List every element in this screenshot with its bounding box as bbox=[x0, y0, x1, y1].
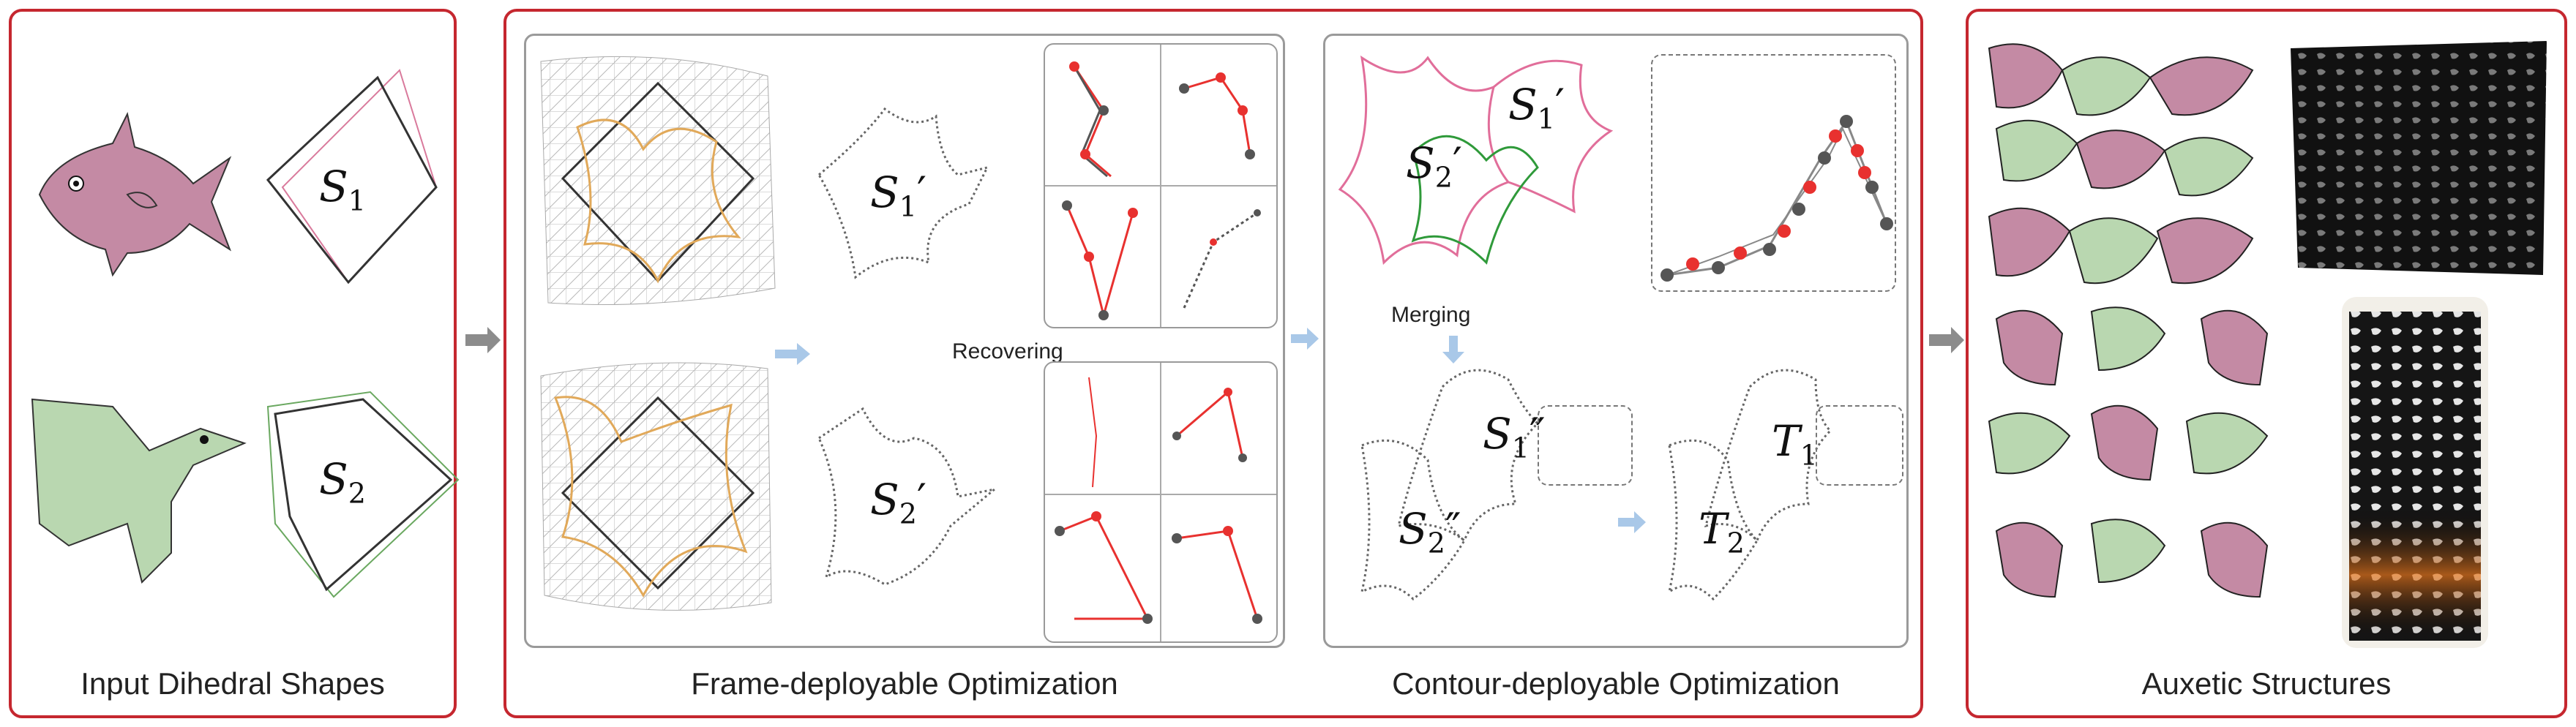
s2-prime-label: S2′ bbox=[870, 475, 927, 530]
cylinder-lamp-photo bbox=[2342, 297, 2488, 648]
mesh-grid-top bbox=[540, 56, 776, 305]
t-shapes bbox=[1667, 369, 1832, 601]
fish-illustration bbox=[38, 112, 232, 277]
arrow-down-blue bbox=[1442, 336, 1464, 364]
s-double-prime-shapes bbox=[1360, 369, 1540, 600]
frame-caption: Frame-deployable Optimization bbox=[691, 666, 1118, 701]
bird-illustration bbox=[31, 398, 247, 584]
s2-prime-label-merge: S2′ bbox=[1406, 138, 1463, 194]
arrow-right-gray-2 bbox=[1929, 327, 1964, 353]
black-lattice-photo bbox=[2291, 41, 2547, 275]
fish-bird-tiling-top bbox=[1982, 34, 2260, 297]
s1-prime-shape bbox=[817, 107, 989, 279]
curve-detail-box bbox=[1651, 54, 1896, 292]
s1-polygon bbox=[266, 69, 438, 285]
input-caption: Input Dihedral Shapes bbox=[80, 666, 385, 701]
s2-label: S2 bbox=[319, 454, 366, 510]
arrow-right-blue-contour bbox=[1618, 511, 1646, 533]
optimization-panel: S1′ S2′ Recovering bbox=[503, 9, 1923, 718]
s-detail-box bbox=[1538, 405, 1633, 486]
contour-deployable-box: S2′ S1′ Merging S1″ S2″ T1 T2 bbox=[1323, 34, 1909, 648]
auxetic-caption: Auxetic Structures bbox=[2141, 666, 2392, 701]
t-detail-box bbox=[1816, 405, 1903, 486]
recover-detail-grid-top bbox=[1044, 43, 1278, 328]
frame-deployable-box: S1′ S2′ Recovering bbox=[524, 34, 1285, 648]
t1-label: T1 bbox=[1772, 416, 1818, 472]
s1-double-prime-label: S1″ bbox=[1483, 409, 1546, 464]
fish-bird-tiling-expanded bbox=[1988, 306, 2269, 598]
auxetic-panel: Auxetic Structures bbox=[1966, 9, 2567, 718]
s2-double-prime-label: S2″ bbox=[1399, 504, 1461, 560]
arrow-right-blue-mid bbox=[1291, 328, 1319, 350]
merging-label: Merging bbox=[1391, 303, 1471, 327]
recovering-label: Recovering bbox=[952, 339, 1063, 364]
mesh-grid-bottom bbox=[540, 362, 772, 611]
s1-prime-label-merge: S1′ bbox=[1508, 80, 1565, 135]
s2-prime-shape bbox=[817, 407, 995, 586]
s1-prime-label: S1′ bbox=[870, 167, 927, 223]
merging-tiles bbox=[1338, 55, 1614, 265]
t2-label: T2 bbox=[1699, 504, 1745, 560]
arrow-right-gray-1 bbox=[465, 327, 501, 353]
input-shapes-panel: S1 S2 Input Dihedral Shapes bbox=[9, 9, 460, 718]
contour-caption: Contour-deployable Optimization bbox=[1392, 666, 1840, 701]
recover-detail-grid-bottom bbox=[1044, 361, 1278, 643]
s1-label: S1 bbox=[319, 162, 366, 217]
arrow-right-blue-top bbox=[775, 343, 810, 365]
s2-polygon bbox=[266, 391, 460, 598]
